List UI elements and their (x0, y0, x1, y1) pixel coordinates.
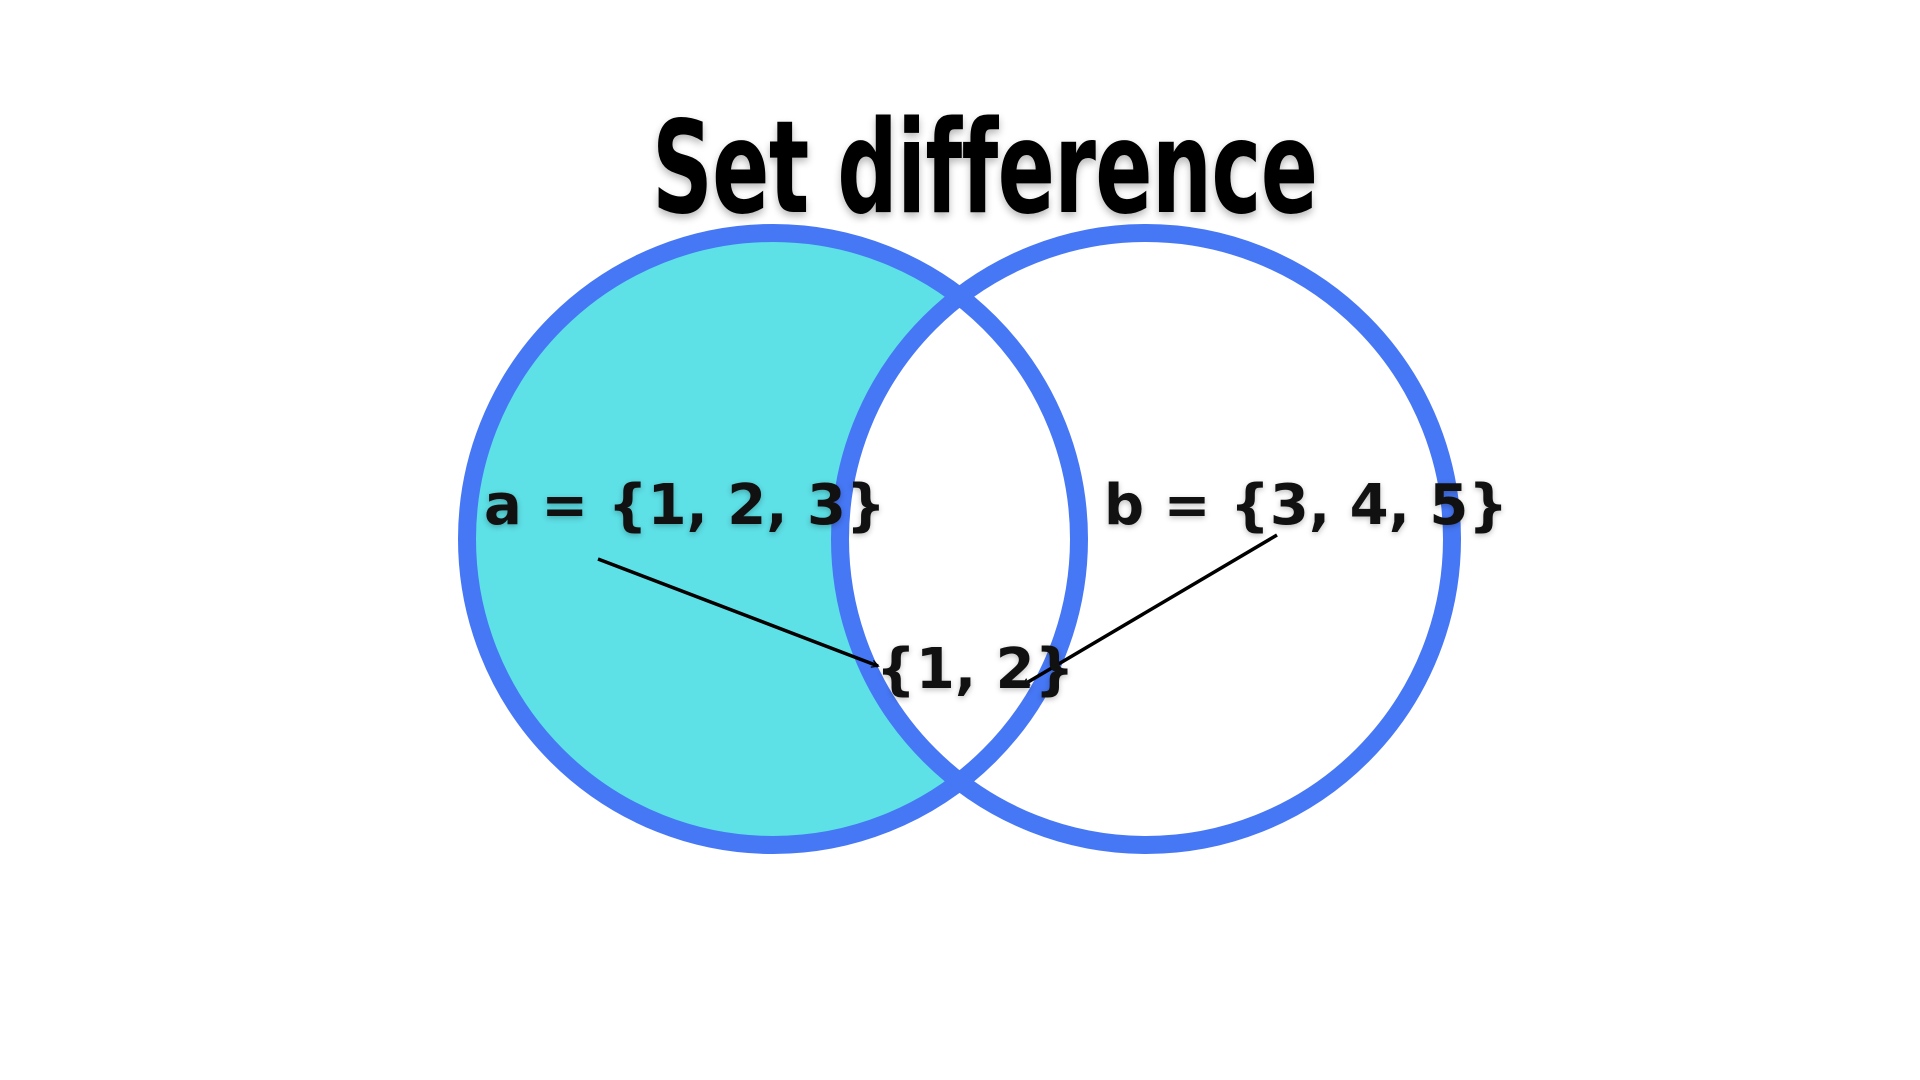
arrow-b-to-result (1023, 533, 1278, 687)
set-a-label: a = {1, 2, 3} (484, 473, 886, 538)
set-a-circle (458, 224, 1088, 854)
intersection-mask (840, 233, 1452, 845)
arrow-a-to-result (597, 557, 878, 666)
title-container: Set difference (652, 104, 1342, 234)
set-b-label: b = {3, 4, 5} (1104, 473, 1509, 538)
difference-result-label: {1, 2} (876, 637, 1075, 702)
diagram-title: Set difference (652, 94, 1318, 243)
set-b-circle (831, 224, 1461, 854)
